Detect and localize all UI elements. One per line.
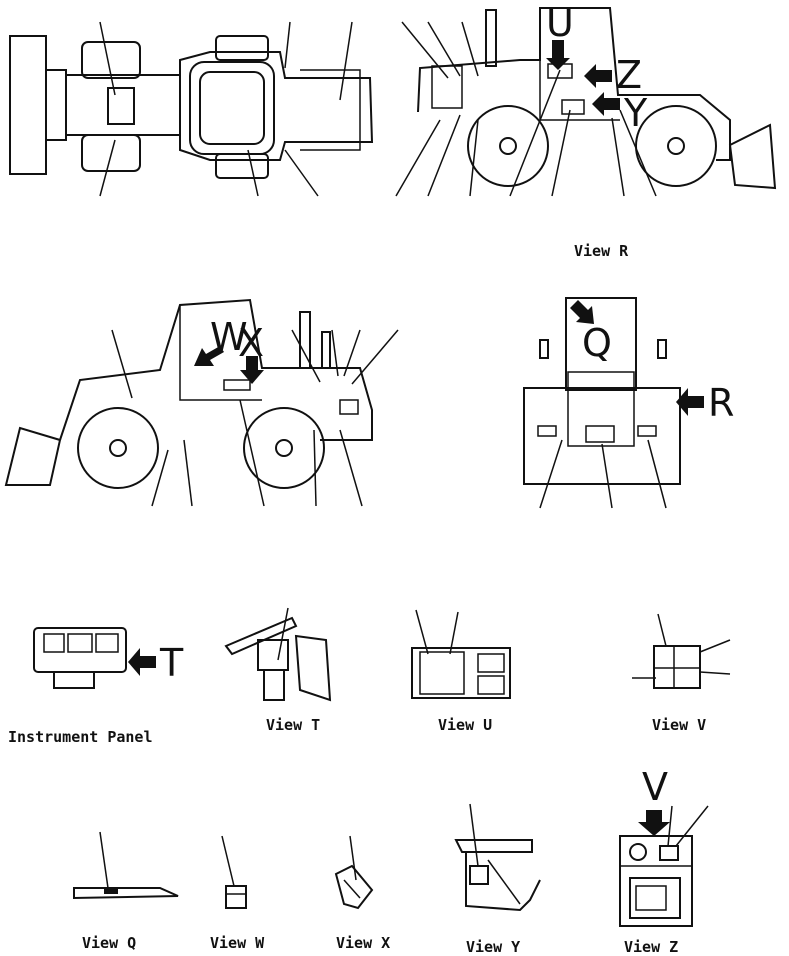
arrow-letter-y: Y xyxy=(623,91,648,135)
view-x-drawing xyxy=(334,835,374,910)
left-side-view-drawing: W X xyxy=(4,298,399,507)
top-view-drawing xyxy=(9,21,374,197)
arrow-letter-x: X xyxy=(238,321,264,365)
view-y-drawing xyxy=(454,803,541,912)
view-q-caption: View Q xyxy=(82,934,136,952)
arrow-letter-t: T xyxy=(159,641,184,685)
arrow-letter-w: W xyxy=(210,315,248,359)
arrow-letter-q: Q xyxy=(582,321,612,365)
view-v-caption: View V xyxy=(652,716,706,734)
view-w-caption: View W xyxy=(210,934,265,952)
arrow-letter-r: R xyxy=(708,381,734,425)
arrow-letter-v: V xyxy=(642,765,668,809)
arrow-letter-z: Z xyxy=(616,53,642,97)
view-t-drawing xyxy=(224,607,332,702)
view-w-drawing xyxy=(221,835,247,909)
view-z-drawing: V xyxy=(619,765,709,927)
rear-view-drawing: Q R xyxy=(523,297,734,509)
view-v-drawing xyxy=(632,613,731,689)
arrow-letter-u: U xyxy=(546,1,574,45)
view-u-drawing xyxy=(411,609,511,699)
instrument-panel-drawing: T xyxy=(33,627,184,689)
view-r-caption: View R xyxy=(574,242,629,260)
view-t-caption: View T xyxy=(266,716,320,734)
instrument-panel-caption: Instrument Panel xyxy=(8,728,153,746)
view-r-drawing: U Z Y xyxy=(395,1,777,197)
view-y-caption: View Y xyxy=(466,938,520,956)
view-z-caption: View Z xyxy=(624,938,678,956)
view-q-drawing xyxy=(73,831,179,900)
view-u-caption: View U xyxy=(438,716,492,734)
view-x-caption: View X xyxy=(336,934,390,952)
